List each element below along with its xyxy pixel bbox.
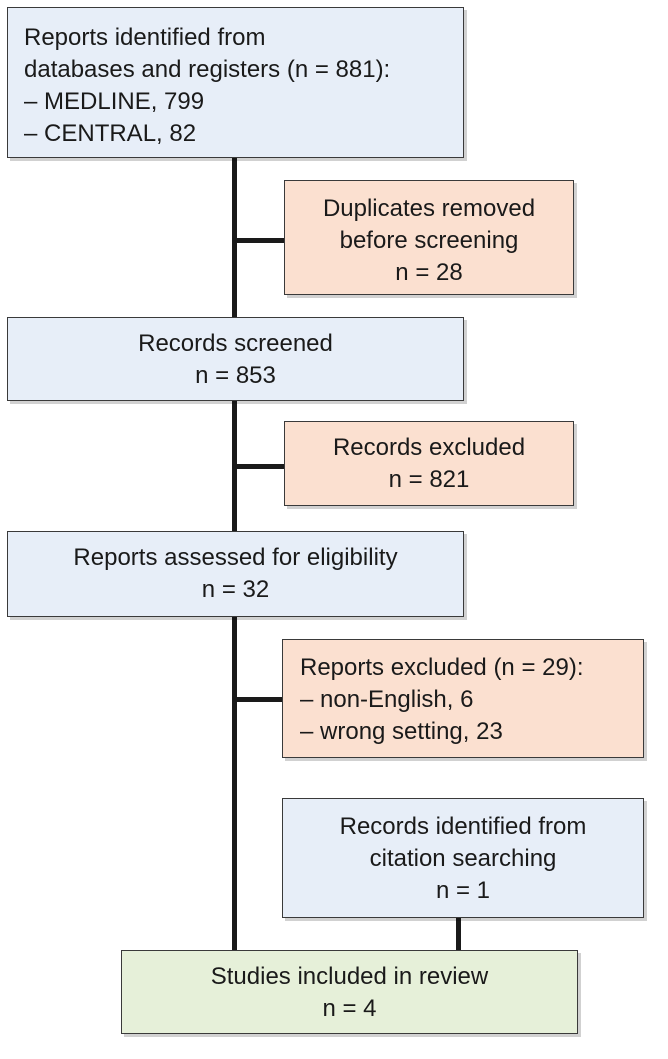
included-label: Studies included in review (210, 963, 489, 990)
citation-line-1: Records identified from (339, 813, 587, 840)
duplicates-line-2: before screening (339, 227, 519, 254)
citation-to-included-line (456, 916, 461, 952)
records-screened-box: Records screened n = 853 (7, 317, 464, 401)
duplicates-removed-box: Duplicates removed before screening n = … (284, 180, 574, 295)
branch-to-duplicates (232, 238, 286, 243)
studies-included-box: Studies included in review n = 4 (121, 950, 578, 1034)
eligibility-count: n = 32 (201, 576, 270, 603)
included-count: n = 4 (322, 995, 377, 1022)
reports-excluded-line-3: – wrong setting, 23 (300, 718, 503, 745)
reports-excluded-line-2: – non-English, 6 (300, 686, 474, 713)
identification-line-2: databases and registers (n = 881): (24, 56, 391, 83)
identification-line-4: – CENTRAL, 82 (24, 120, 197, 147)
reports-excluded-box: Reports excluded (n = 29): – non-English… (282, 639, 644, 758)
branch-to-reports-excluded (232, 697, 286, 702)
eligibility-label: Reports assessed for eligibility (73, 544, 398, 571)
identification-box: Reports identified from databases and re… (7, 7, 464, 158)
identification-line-3: – MEDLINE, 799 (24, 88, 205, 115)
records-excluded-box: Records excluded n = 821 (284, 421, 574, 506)
records-screened-count: n = 853 (195, 362, 276, 389)
records-excluded-count: n = 821 (388, 466, 470, 493)
duplicates-line-1: Duplicates removed (322, 195, 536, 222)
branch-to-records-excluded (232, 464, 286, 469)
identification-line-1: Reports identified from (24, 24, 266, 51)
eligibility-box: Reports assessed for eligibility n = 32 (7, 531, 464, 617)
citation-search-box: Records identified from citation searchi… (282, 798, 644, 918)
records-excluded-label: Records excluded (332, 434, 526, 461)
citation-line-2: citation searching (369, 845, 557, 872)
reports-excluded-line-1: Reports excluded (n = 29): (300, 654, 584, 681)
duplicates-line-3: n = 28 (395, 259, 463, 286)
citation-line-3: n = 1 (435, 877, 491, 904)
records-screened-label: Records screened (138, 330, 333, 357)
